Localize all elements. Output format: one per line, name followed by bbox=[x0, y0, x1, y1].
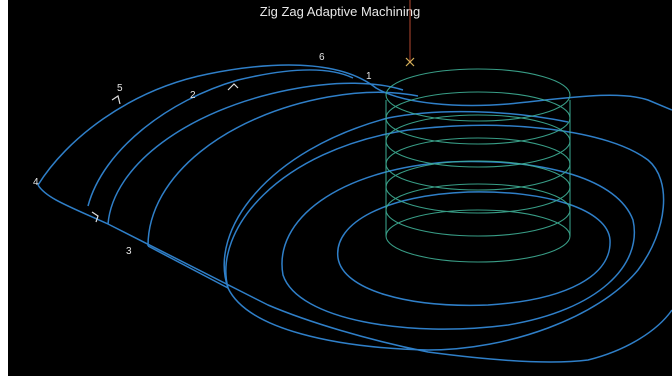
toolpath-canvas: 1 2 3 4 5 6 bbox=[33, 0, 672, 363]
marker-label-1: 1 bbox=[366, 71, 372, 82]
marker-label-4: 4 bbox=[33, 177, 39, 188]
helix-ramp bbox=[385, 68, 571, 263]
arrow-marker-icon bbox=[91, 83, 239, 223]
graphics-viewport[interactable]: Zig Zag Adaptive Machining bbox=[8, 0, 672, 376]
viewport-title: Zig Zag Adaptive Machining bbox=[259, 4, 421, 19]
toolpath-pass-3 bbox=[147, 110, 569, 290]
marker-label-5: 5 bbox=[117, 83, 123, 94]
toolpath-boundary bbox=[37, 64, 672, 363]
toolpath-pass-5 bbox=[87, 69, 354, 207]
toolpath-ring-3 bbox=[337, 191, 611, 307]
toolpath-pass-2 bbox=[147, 91, 419, 247]
toolpath-ring-1 bbox=[225, 124, 665, 351]
marker-label-6: 6 bbox=[319, 52, 325, 63]
marker-label-2: 2 bbox=[190, 90, 196, 101]
marker-label-3: 3 bbox=[126, 246, 132, 257]
toolpath-ring-2 bbox=[281, 160, 636, 330]
cross-marker-icon bbox=[405, 57, 415, 67]
toolpath-pass-2-lower bbox=[107, 82, 404, 225]
